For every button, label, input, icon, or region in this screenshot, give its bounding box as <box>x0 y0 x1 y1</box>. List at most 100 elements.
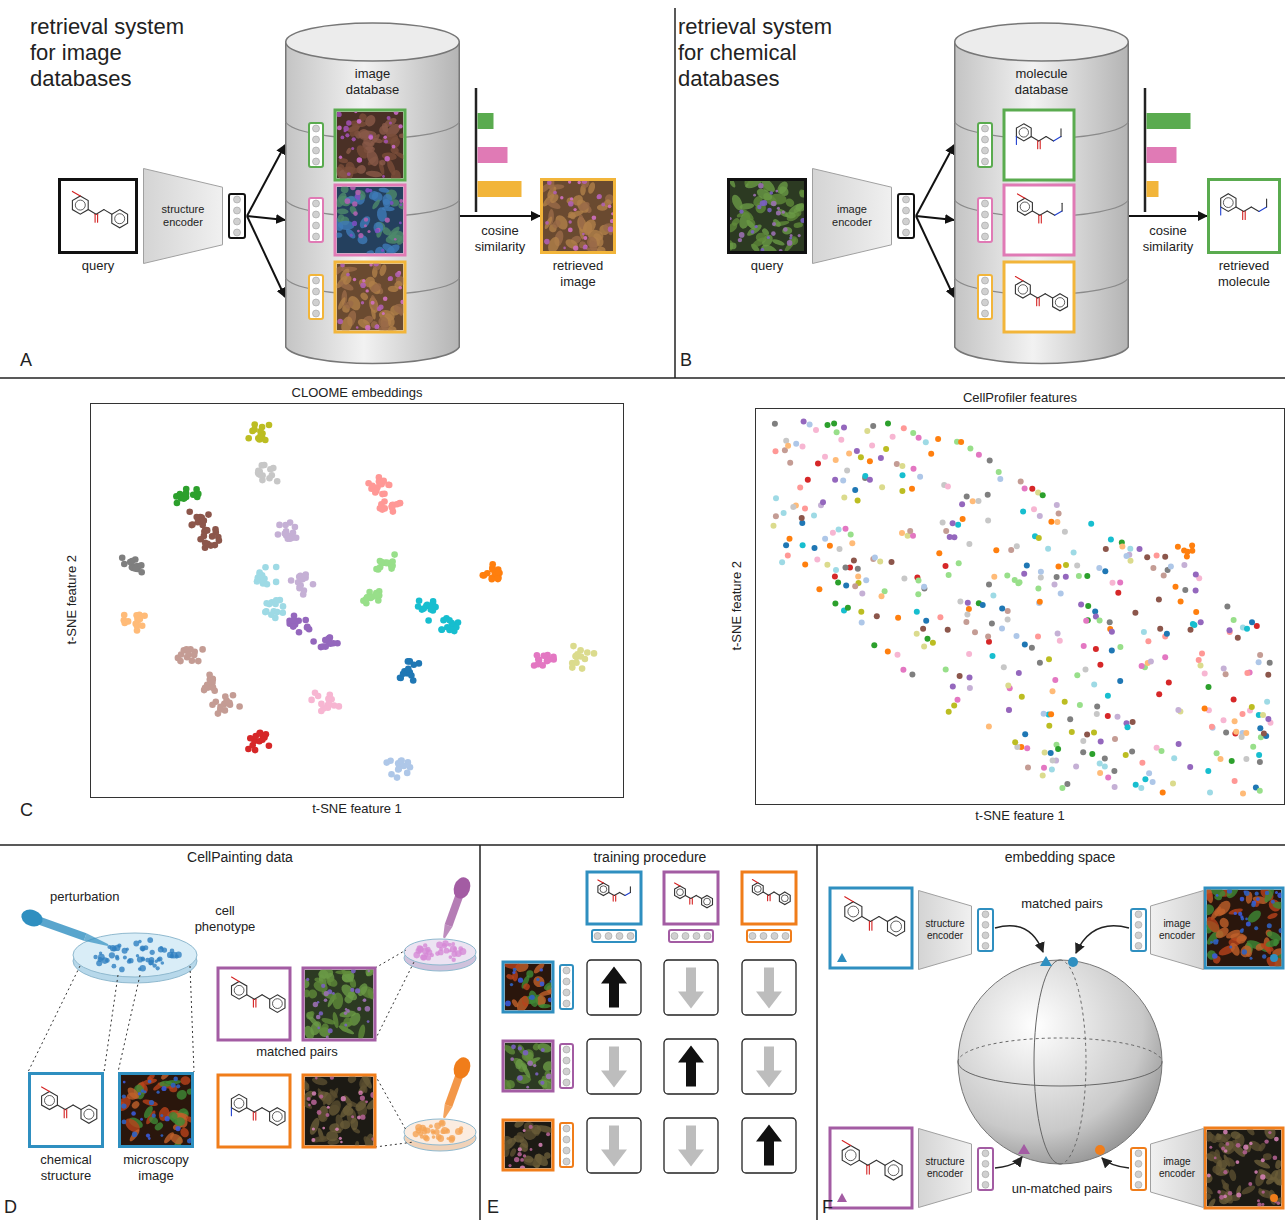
molecule-drawing <box>1221 194 1236 212</box>
petri-dish <box>147 937 153 943</box>
microscopy-image <box>762 200 768 206</box>
text-holder: structure encoder <box>143 203 223 229</box>
molecule-drawing <box>781 895 788 902</box>
microscopy-image <box>1277 1202 1281 1206</box>
molecule-drawing <box>1019 128 1028 137</box>
microscopy-image <box>1249 1142 1252 1145</box>
embedding-vector <box>978 275 992 319</box>
microscopy-image <box>1250 957 1253 960</box>
embedding-vector <box>982 299 989 306</box>
scatter-points <box>280 610 287 617</box>
molecule-drawing <box>1245 211 1246 219</box>
embedding-vector <box>693 933 700 940</box>
microscopy-image <box>1214 1149 1220 1161</box>
embedding-vector <box>982 1181 989 1188</box>
petri-dish <box>109 952 115 958</box>
scatter-points <box>1084 731 1090 737</box>
petri-dish <box>160 946 164 950</box>
scatter-points <box>273 579 280 586</box>
molecule-box <box>742 872 796 924</box>
microscopy-image <box>568 228 573 233</box>
dotted-leader <box>190 966 194 1072</box>
molecule-drawing <box>1251 207 1259 211</box>
microscopy-image <box>739 232 745 238</box>
molecule-drawing <box>885 1160 902 1180</box>
scatter-points <box>1038 569 1044 575</box>
microscopy-image <box>1228 1169 1237 1182</box>
petri-dish <box>439 1120 446 1127</box>
microscopy-image <box>1223 1155 1237 1168</box>
scatter-points <box>1221 666 1227 672</box>
molecule-drawing <box>1040 211 1047 215</box>
figure-art <box>1270 954 1278 962</box>
petri-dish <box>93 955 97 959</box>
petri-dish <box>447 1137 450 1140</box>
microscopy-image <box>754 201 768 215</box>
microscopy-image <box>532 964 546 976</box>
microscopy-image <box>357 1024 366 1039</box>
scatter-points <box>1164 631 1170 637</box>
molecule-drawing <box>845 897 905 937</box>
microscopy-image <box>730 242 737 249</box>
scatter-points <box>1057 638 1063 644</box>
molecule-drawing <box>231 1108 232 1116</box>
scatter-points <box>1052 677 1058 683</box>
scatter-points <box>262 609 269 616</box>
molecule-drawing <box>689 899 690 905</box>
microscopy-image <box>798 234 801 237</box>
scatter-points <box>266 475 273 482</box>
molecule-drawing <box>232 977 286 1012</box>
microscopy-image <box>601 203 605 207</box>
molecule-drawing <box>1031 137 1039 141</box>
microscopy-image <box>349 205 358 215</box>
scatter-points <box>438 626 445 633</box>
microscopy-image <box>513 1122 526 1130</box>
microscopy-image <box>381 152 397 161</box>
petri-dish <box>156 966 160 970</box>
molecule-box <box>218 968 290 1040</box>
scatter-points <box>1254 623 1260 629</box>
microscopy-image <box>510 983 513 986</box>
scatter-points <box>287 535 294 542</box>
molecule-drawing <box>598 880 604 883</box>
microscopy-image <box>582 181 587 184</box>
molecule-drawing <box>1020 202 1029 211</box>
scatter-points <box>369 483 376 490</box>
microscopy-image <box>1213 939 1218 944</box>
microscopy-image <box>339 1137 342 1140</box>
microscopy-image <box>1251 899 1260 908</box>
scatter-points <box>404 770 411 777</box>
microscopy-image <box>1223 1139 1236 1152</box>
node-label: retrieved molecule <box>1207 258 1281 289</box>
microscopy-image <box>1207 1132 1219 1145</box>
scatter-points <box>859 591 865 597</box>
image-box <box>335 110 405 180</box>
scatter-points <box>916 435 922 441</box>
microscopy-image <box>548 997 552 1002</box>
scatter-points <box>910 430 916 436</box>
scatter-points <box>1062 699 1068 705</box>
scatter-points <box>951 703 957 709</box>
microscopy-image <box>324 991 329 996</box>
scatter-points <box>1022 485 1028 491</box>
embedding-vector <box>229 194 245 238</box>
scatter-points <box>878 455 884 461</box>
microscopy-image <box>1261 1158 1265 1162</box>
molecule-drawing <box>630 887 631 893</box>
projection-arrow <box>995 926 1043 952</box>
embedding-vector <box>978 198 992 242</box>
scatter-points <box>139 622 146 629</box>
microscopy-image <box>346 1009 350 1013</box>
petri-dish <box>141 957 145 961</box>
microscopy-image <box>354 1141 359 1146</box>
scatter-points <box>1156 596 1162 602</box>
microscopy-image <box>307 1097 311 1101</box>
scatter-points <box>1078 602 1084 608</box>
microscopy-image <box>339 156 342 159</box>
molecule-drawing <box>1038 294 1046 298</box>
microscopy-image <box>1236 1160 1240 1164</box>
petri-dish <box>98 957 103 962</box>
text-holder: CLOOME embeddings <box>292 385 423 401</box>
scatter-points <box>783 438 789 444</box>
microscopy-image <box>337 264 347 278</box>
